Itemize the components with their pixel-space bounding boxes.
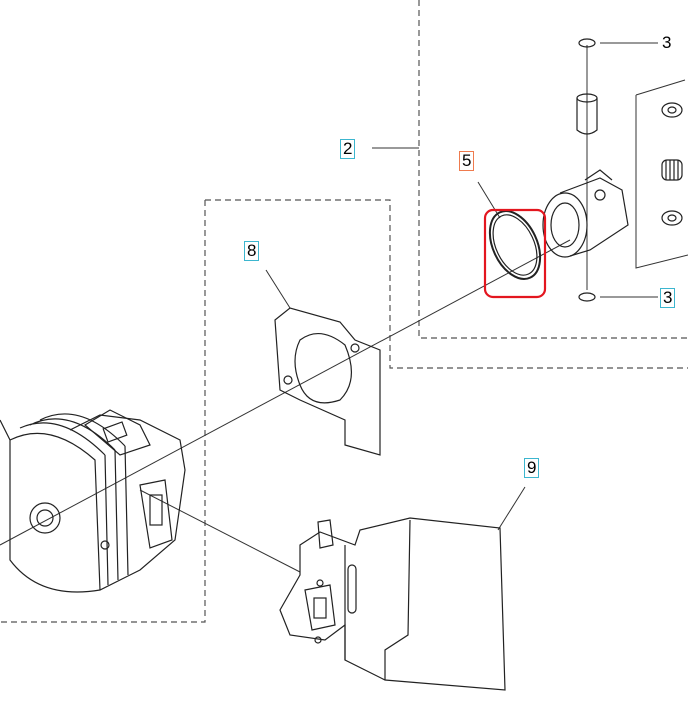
callout-part-8[interactable]: 8 (244, 241, 260, 261)
highlight-box (483, 208, 547, 299)
group-boundary-lines (0, 0, 688, 623)
callout-part-3-bottom[interactable]: 3 (660, 288, 676, 308)
piston (542, 169, 629, 258)
callout-part-3-top[interactable]: 3 (662, 33, 672, 52)
piston-pin (576, 93, 598, 135)
cylinder-gasket (274, 307, 381, 456)
circlip-bottom (578, 292, 596, 302)
callout-part-5[interactable]: 5 (459, 151, 475, 171)
callout-part-9[interactable]: 9 (524, 458, 540, 478)
leader-lines (0, 42, 688, 573)
circlip-top (578, 38, 596, 48)
callout-part-2[interactable]: 2 (340, 139, 356, 159)
needle-bearing-washers (661, 102, 683, 226)
piston-ring (488, 210, 542, 280)
heat-shield (279, 517, 506, 691)
cylinder (0, 409, 186, 593)
